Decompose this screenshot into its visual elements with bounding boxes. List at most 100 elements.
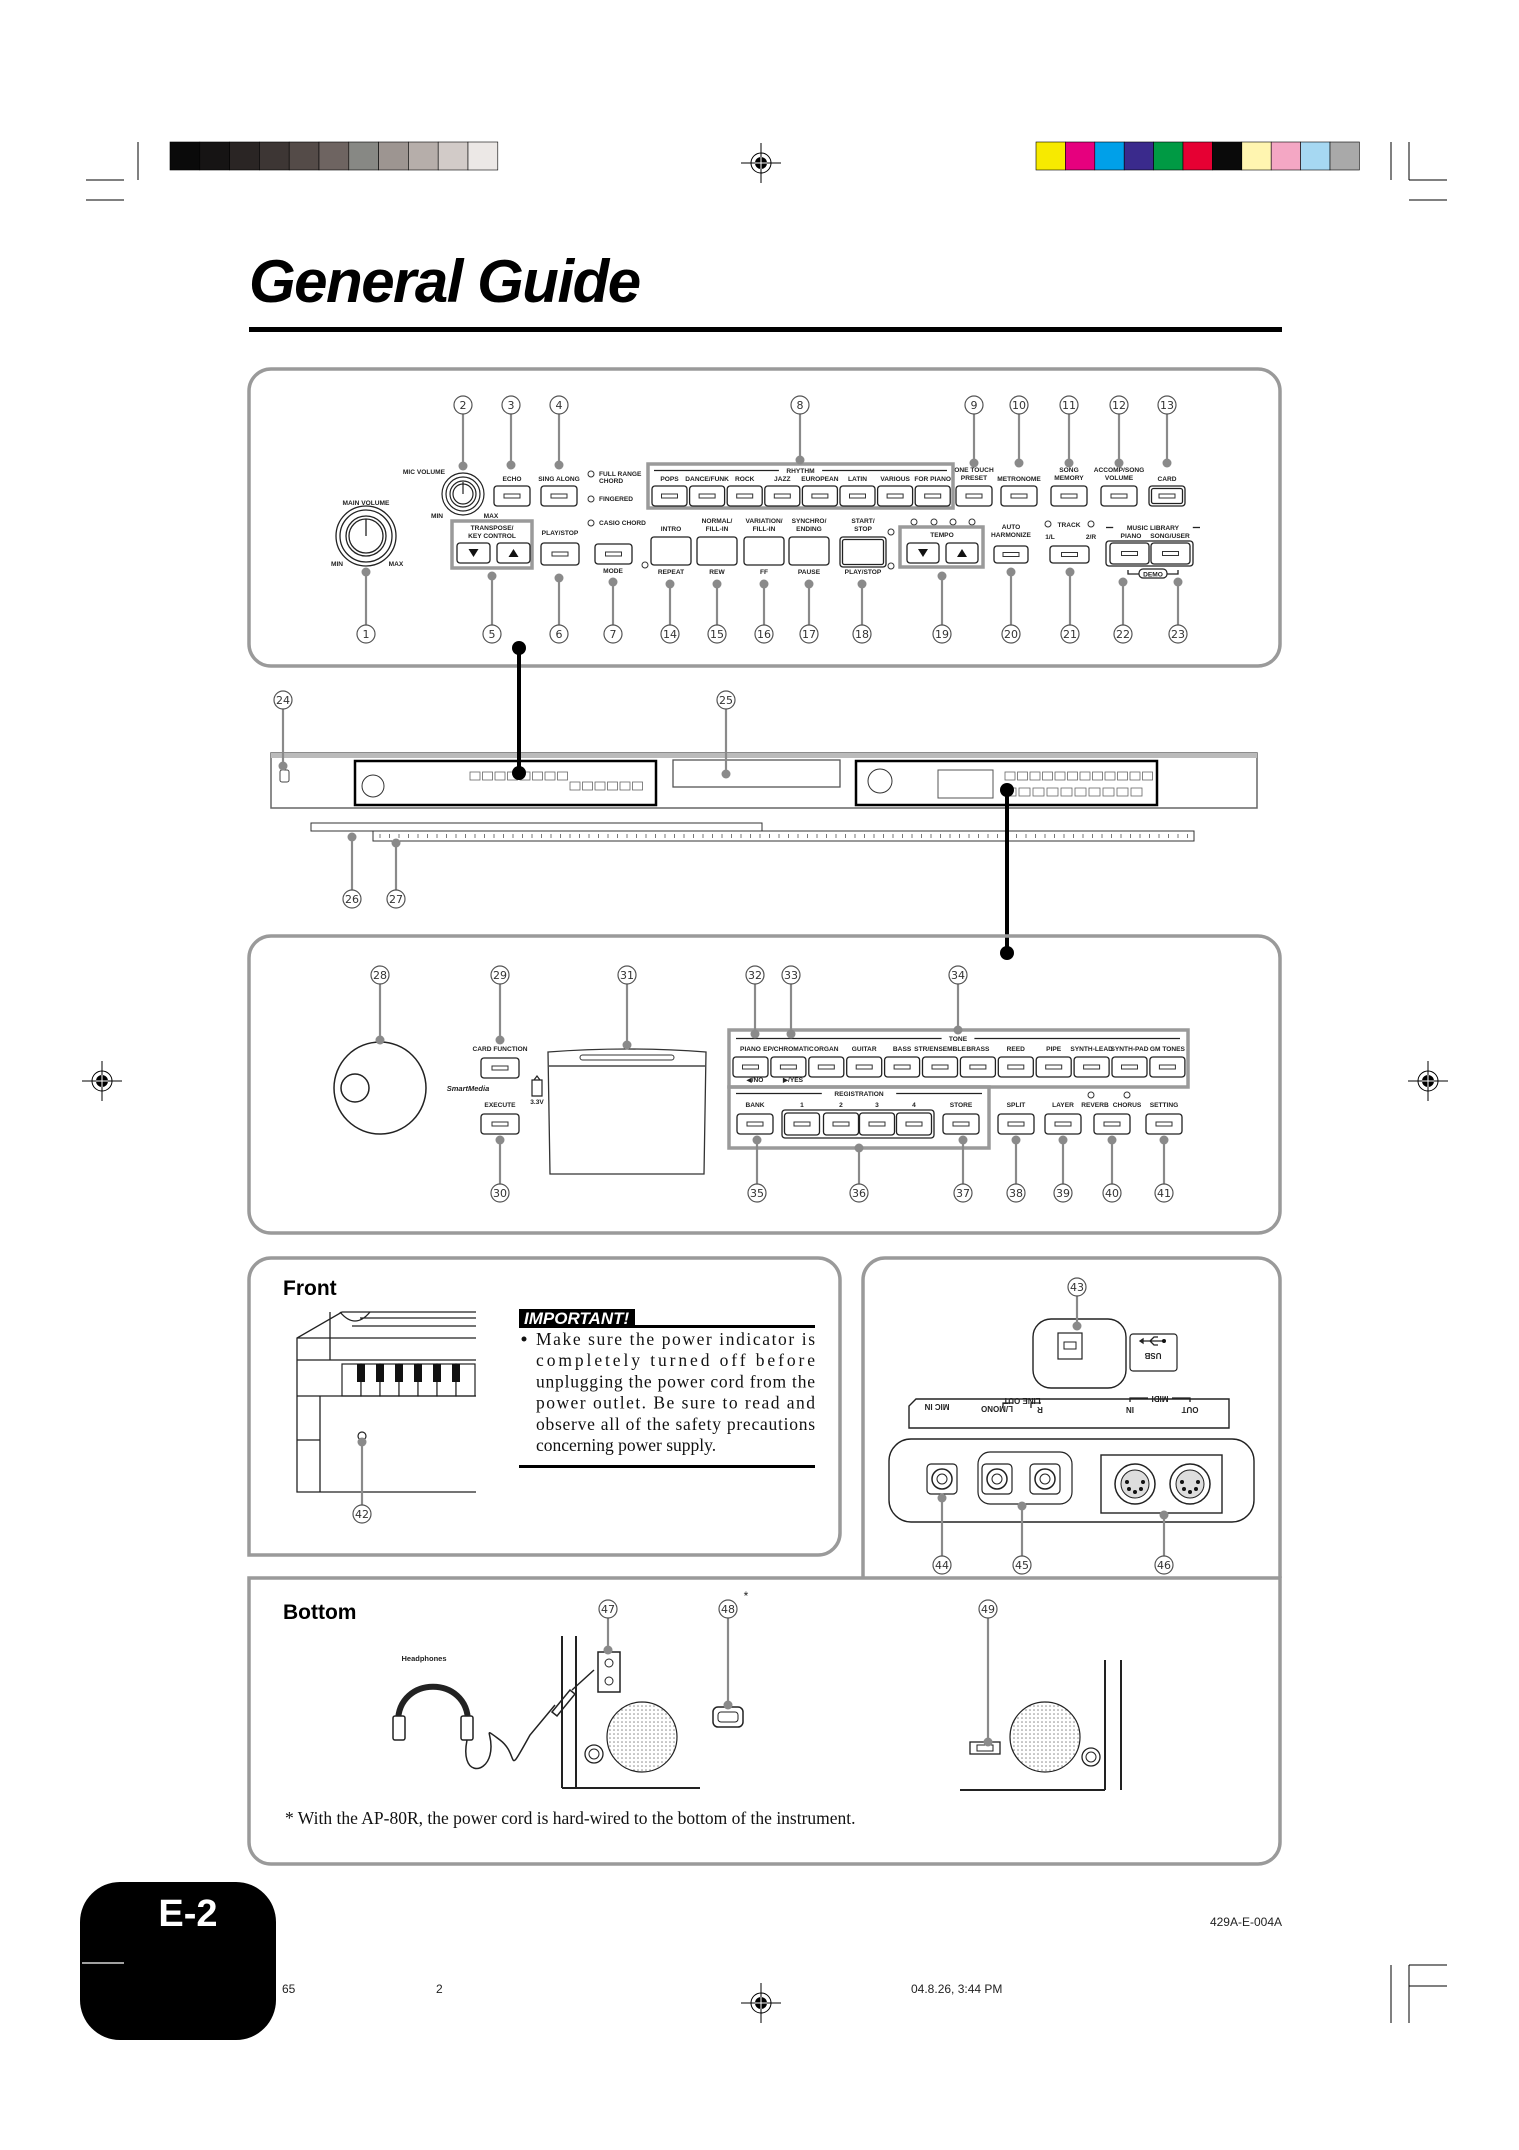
callout-number: 45	[1015, 1559, 1029, 1572]
phones-jack[interactable]	[597, 1651, 621, 1693]
mic-in-jack[interactable]	[926, 1463, 958, 1495]
midi-out-port[interactable]	[1169, 1463, 1211, 1505]
registration-mark-icon	[741, 143, 781, 183]
metronome-button[interactable]	[1000, 485, 1038, 507]
tone-button-organ[interactable]	[808, 1056, 845, 1078]
keyboard-strip-left	[310, 822, 763, 832]
pad-label-normal-fill-in: NORMAL/	[702, 518, 733, 525]
rhythm-button-pops[interactable]	[651, 485, 688, 507]
tone-button-ep-chromatic[interactable]	[770, 1056, 807, 1078]
pad-button-normal-fill-in[interactable]	[696, 536, 738, 566]
tone-button-synth-lead[interactable]	[1073, 1056, 1110, 1078]
pad-label-synchro-ending: ENDING	[796, 526, 822, 533]
reverb-lamp	[1087, 1091, 1095, 1099]
tone-button-pipe[interactable]	[1035, 1056, 1072, 1078]
registration-button-2[interactable]	[822, 1112, 860, 1136]
rhythm-button-rock[interactable]	[726, 485, 763, 507]
din-face	[1175, 1469, 1205, 1499]
registration-button-4[interactable]	[895, 1112, 933, 1136]
shape	[1417, 1070, 1439, 1092]
rhythm-button-dance-funk[interactable]	[688, 485, 726, 507]
tone-button-bass[interactable]	[883, 1056, 921, 1078]
rhythm-button-latin[interactable]	[839, 485, 876, 507]
connector-dot	[1000, 946, 1014, 960]
callout-circle	[932, 624, 952, 644]
sing-along-button[interactable]	[540, 485, 578, 507]
line-out-r-label: R	[1037, 1405, 1043, 1414]
line-out-r-jack[interactable]	[1029, 1463, 1061, 1495]
rhythm-button-various[interactable]	[876, 485, 914, 507]
mic-volume-knob[interactable]	[441, 472, 485, 516]
midi-in-port[interactable]	[1114, 1463, 1156, 1505]
usb-port[interactable]	[1057, 1332, 1083, 1360]
pad-button-normal-fill-in-body[interactable]	[696, 536, 738, 566]
split-button[interactable]	[997, 1113, 1035, 1135]
color-calibration-bar	[1300, 141, 1331, 171]
callout-circle	[1001, 624, 1021, 644]
pad-button-intro[interactable]	[650, 536, 692, 566]
layer-button[interactable]	[1044, 1113, 1082, 1135]
tone-button-reed[interactable]	[997, 1056, 1034, 1078]
black-key-illustration	[433, 1364, 441, 1382]
rhythm-label-latin: LATIN	[848, 476, 867, 483]
main-volume-knob[interactable]	[335, 505, 397, 567]
rhythm-button-european[interactable]	[801, 485, 839, 507]
pad-button-start-stop[interactable]	[839, 536, 887, 568]
rhythm-button-jazz[interactable]	[764, 485, 801, 507]
callout-7: 7	[603, 624, 623, 644]
leader-dot	[506, 460, 516, 470]
echo-button[interactable]	[493, 485, 531, 507]
button-led-slot	[551, 551, 569, 557]
card-slot-opening	[579, 1054, 675, 1061]
pad-button-variation-fill-in[interactable]	[743, 536, 785, 566]
tone-button-guitar[interactable]	[846, 1056, 883, 1078]
button-led-slot	[1121, 1064, 1138, 1070]
control-panel-left-frame	[247, 367, 1282, 668]
tone-button-piano[interactable]	[732, 1056, 769, 1078]
power-inlet[interactable]	[712, 1706, 744, 1728]
data-dial[interactable]	[333, 1041, 427, 1135]
line-out-l-jack[interactable]	[981, 1463, 1013, 1495]
important-text-line: observe all of the safety precautions	[536, 1414, 815, 1434]
track-button[interactable]	[1049, 545, 1090, 564]
callout-circle	[1109, 395, 1129, 415]
accomp-song-volume-button[interactable]	[1100, 485, 1138, 507]
registration-button-1[interactable]	[783, 1112, 821, 1136]
execute-button[interactable]	[480, 1113, 520, 1135]
bottom-heading: Bottom	[283, 1601, 356, 1624]
reverb-chorus-button[interactable]	[1093, 1113, 1131, 1135]
tone-label-pipe: PIPE	[1046, 1046, 1062, 1053]
music-library-song-user-button[interactable]	[1150, 542, 1191, 565]
callout-35: 35	[747, 1183, 767, 1203]
pad-button-intro-body[interactable]	[650, 536, 692, 566]
song-play-stop-button[interactable]	[540, 542, 580, 566]
song-memory-button[interactable]	[1050, 485, 1088, 507]
auto-harmonize-button[interactable]	[993, 545, 1029, 564]
important-text-line: concerning power supply.	[536, 1435, 716, 1455]
callout-number: 43	[1070, 1281, 1084, 1294]
accomp-song-volume-label: ACCOMP/SONG	[1094, 467, 1145, 474]
tone-button-gm-tones[interactable]	[1149, 1056, 1186, 1078]
pad-sublabel-repeat: REPEAT	[658, 569, 684, 576]
card-slot-cover	[547, 1048, 707, 1175]
callout-circle	[1067, 1277, 1087, 1297]
tone-button-synth-pad[interactable]	[1111, 1056, 1148, 1078]
callout-circle	[1012, 1555, 1032, 1575]
store-button[interactable]	[942, 1113, 980, 1135]
one-touch-preset-button[interactable]	[955, 485, 993, 507]
card-function-button[interactable]	[480, 1057, 520, 1079]
card-button[interactable]	[1148, 485, 1186, 507]
pad-button-synchro-ending-body[interactable]	[788, 536, 830, 566]
music-library-piano-button[interactable]	[1109, 542, 1150, 565]
tone-button-brass[interactable]	[959, 1056, 997, 1078]
pad-button-synchro-ending[interactable]	[788, 536, 830, 566]
bank-button[interactable]	[736, 1113, 774, 1135]
setting-button[interactable]	[1145, 1113, 1183, 1135]
button-led-slot	[698, 493, 716, 499]
mode-button[interactable]	[594, 543, 633, 565]
button-led-slot	[868, 1121, 886, 1127]
rhythm-button-for-piano[interactable]	[914, 485, 951, 507]
pad-button-variation-fill-in-body[interactable]	[743, 536, 785, 566]
tone-button-str-ensemble[interactable]	[921, 1056, 959, 1078]
registration-button-3[interactable]	[858, 1112, 896, 1136]
